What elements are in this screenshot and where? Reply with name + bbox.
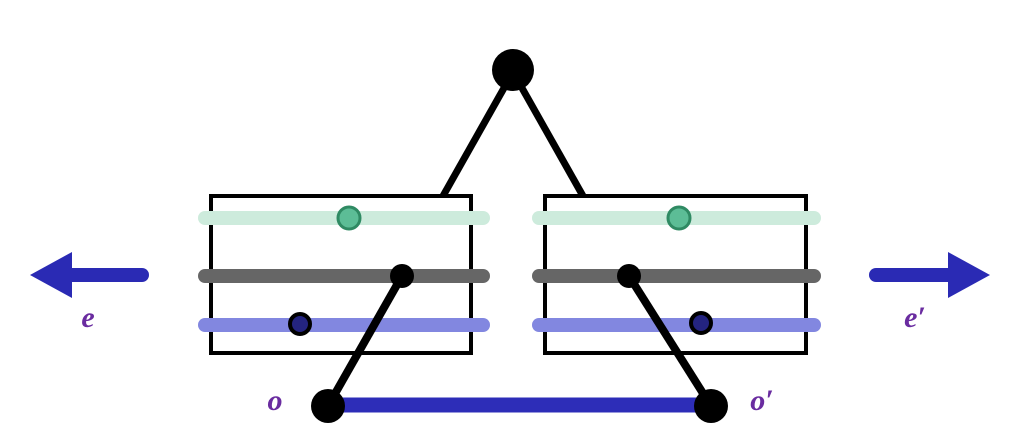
node-navy-right[interactable] <box>689 311 713 335</box>
label-e-prime: e′ <box>904 301 926 334</box>
arrow-right-head <box>948 252 990 298</box>
edge-apex-to-right-box <box>518 86 587 198</box>
label-e: e <box>81 301 94 334</box>
node-green-left[interactable] <box>336 205 362 231</box>
node-black-left[interactable] <box>390 264 414 288</box>
edge-left-black-to-outcome <box>324 274 406 408</box>
node-outcome-right[interactable] <box>694 389 728 423</box>
node-navy-left[interactable] <box>288 312 312 336</box>
arrow-left-head <box>30 252 72 298</box>
edge-right-black-to-outcome <box>625 273 715 409</box>
internal-edge-group <box>324 273 715 409</box>
edge-apex-to-left-box <box>439 86 508 198</box>
node-green-right[interactable] <box>666 205 692 231</box>
apex-node[interactable] <box>492 49 534 91</box>
arrow-group <box>30 252 990 298</box>
label-o: o <box>268 384 283 417</box>
label-group: e e′ o o′ <box>81 301 926 417</box>
label-o-prime: o′ <box>750 384 773 417</box>
band-group <box>198 211 821 332</box>
node-outcome-left[interactable] <box>311 389 345 423</box>
node-black-right[interactable] <box>617 264 641 288</box>
node-group <box>288 205 728 423</box>
source-edge-group <box>439 86 587 198</box>
